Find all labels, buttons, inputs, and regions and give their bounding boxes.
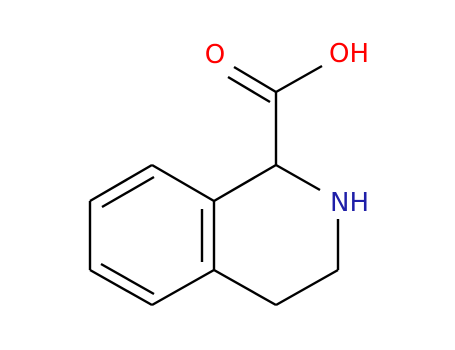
bond-carbonyl bbox=[227, 75, 271, 104]
benzene-ring bbox=[88, 163, 216, 307]
bond-carbonyl bbox=[233, 65, 277, 94]
hydroxyl-label: OH bbox=[329, 39, 369, 69]
saturated-ring bbox=[213, 163, 340, 307]
bond-aromatic bbox=[151, 163, 215, 203]
bond-aromatic bbox=[151, 268, 215, 307]
bond-single bbox=[213, 163, 277, 203]
bond-single bbox=[275, 268, 339, 307]
amine-label: NH bbox=[330, 188, 369, 218]
carbonyl-oxygen-label: O bbox=[205, 40, 225, 70]
bond-aromatic-inner bbox=[101, 175, 155, 209]
bond-aromatic-inner bbox=[100, 262, 155, 296]
bond-single bbox=[275, 163, 321, 192]
bond-aromatic bbox=[89, 163, 153, 203]
bond-aromatic bbox=[89, 268, 153, 307]
bond-hydroxyl bbox=[275, 64, 323, 94]
bond-single bbox=[213, 268, 277, 307]
carboxylic-acid-group bbox=[227, 64, 323, 165]
